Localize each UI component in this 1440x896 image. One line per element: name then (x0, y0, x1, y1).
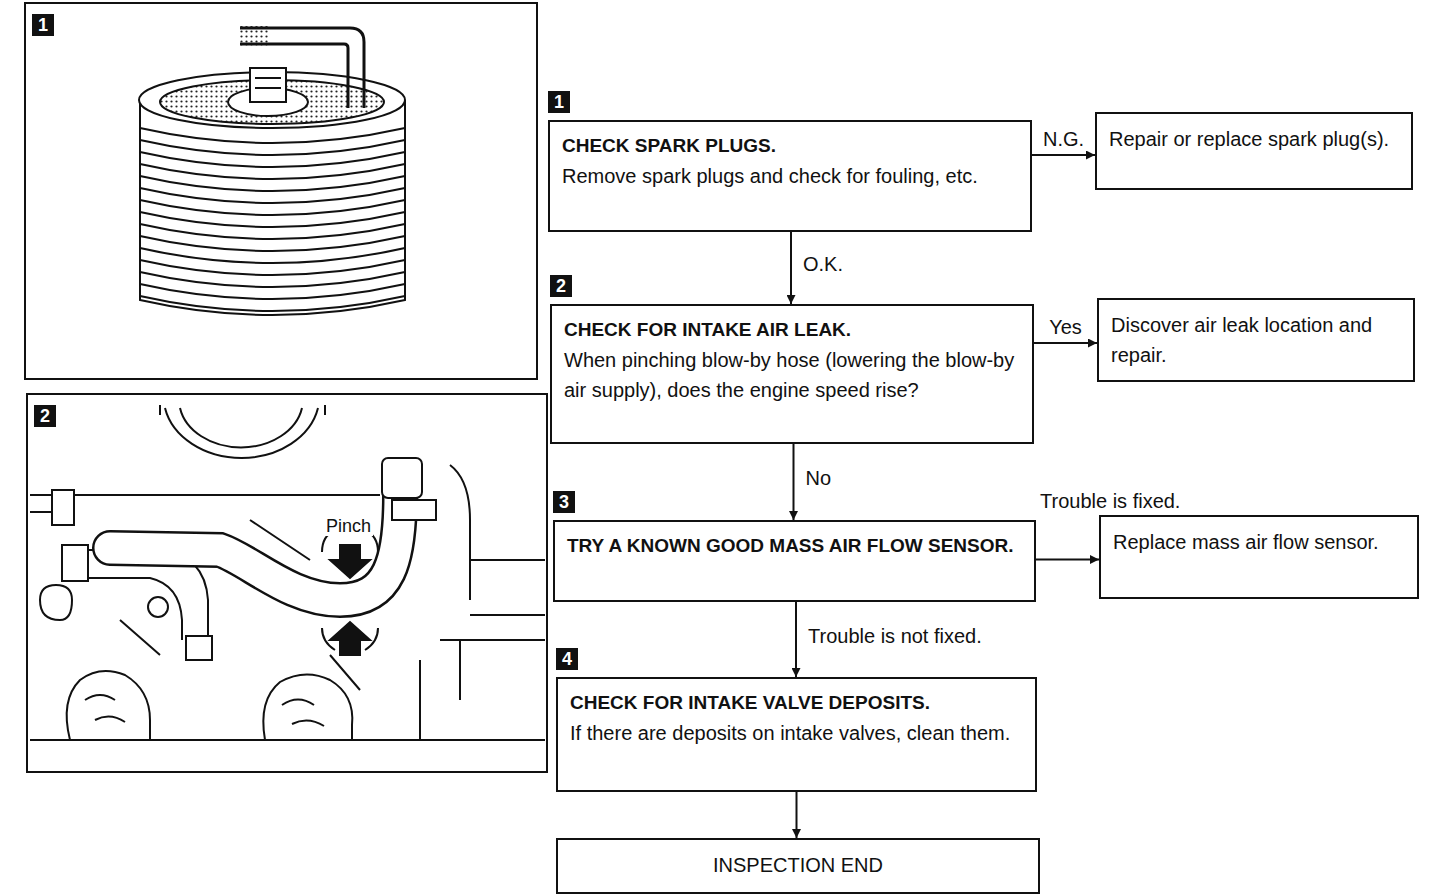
step-number: 2 (550, 275, 572, 297)
flow-arrow (793, 444, 795, 520)
end-box: INSPECTION END (556, 838, 1040, 894)
edge-label: No (804, 466, 834, 490)
thread-line (140, 248, 405, 263)
step-text: Discover air leak location and repair. (1111, 310, 1401, 370)
step-number: 1 (548, 91, 570, 113)
thread-line (140, 284, 405, 299)
thread-line (140, 224, 405, 239)
process-box: 3TRY A KNOWN GOOD MASS AIR FLOW SENSOR. (553, 520, 1036, 602)
step-text: If there are deposits on intake valves, … (570, 718, 1023, 748)
step-number: 2 (34, 405, 56, 427)
step-text: When pinching blow-by hose (lowering the… (564, 345, 1020, 405)
thread-line (140, 200, 405, 215)
step-number: 3 (553, 491, 575, 513)
thread-line (140, 188, 405, 203)
thread-line (140, 152, 405, 167)
flow-arrow (1032, 154, 1095, 156)
edge-label: Yes (1047, 315, 1084, 339)
step-text: Repair or replace spark plug(s). (1109, 124, 1399, 154)
step-text: Remove spark plugs and check for fouling… (562, 161, 1018, 191)
spark-plug-drawing (139, 26, 405, 315)
callout-label: Pinch (324, 516, 373, 536)
thread-line (140, 272, 405, 287)
engine-drawing (30, 405, 545, 740)
action-box: Repair or replace spark plug(s). (1095, 112, 1413, 190)
decision-box: 2CHECK FOR INTAKE AIR LEAK.When pinching… (550, 304, 1034, 444)
thread-line (140, 140, 405, 155)
step-text: INSPECTION END (570, 850, 1026, 880)
flow-arrow (796, 792, 798, 838)
thread-line (140, 236, 405, 251)
thread-line (140, 128, 405, 143)
thread-line (140, 176, 405, 191)
thread-line (140, 296, 405, 311)
step-number: 1 (32, 14, 54, 36)
action-box: Discover air leak location and repair. (1097, 298, 1415, 382)
flow-arrow (1036, 559, 1099, 561)
flow-arrow (795, 602, 797, 677)
step-text: Replace mass air flow sensor. (1113, 527, 1405, 557)
step-number: 4 (556, 648, 578, 670)
edge-label: O.K. (801, 252, 845, 276)
edge-label: N.G. (1041, 127, 1086, 151)
process-box: 1CHECK SPARK PLUGS.Remove spark plugs an… (548, 120, 1032, 232)
flow-arrow (1034, 342, 1097, 344)
thread-line (140, 164, 405, 179)
edge-label: Trouble is not fixed. (806, 624, 984, 648)
thread-line (140, 212, 405, 227)
step-heading: TRY A KNOWN GOOD MASS AIR FLOW SENSOR. (567, 532, 1022, 561)
illustration-panel: 1 (24, 2, 538, 380)
action-box: Replace mass air flow sensor. (1099, 515, 1419, 599)
edge-label: Trouble is fixed. (1038, 489, 1182, 513)
illustration-panel: 2 (26, 393, 548, 773)
thread-line (140, 260, 405, 275)
process-box: 4CHECK FOR INTAKE VALVE DEPOSITS.If ther… (556, 677, 1037, 792)
step-heading: CHECK FOR INTAKE AIR LEAK. (564, 316, 1020, 345)
step-heading: CHECK SPARK PLUGS. (562, 132, 1018, 161)
flow-arrow (790, 232, 792, 304)
step-heading: CHECK FOR INTAKE VALVE DEPOSITS. (570, 689, 1023, 718)
